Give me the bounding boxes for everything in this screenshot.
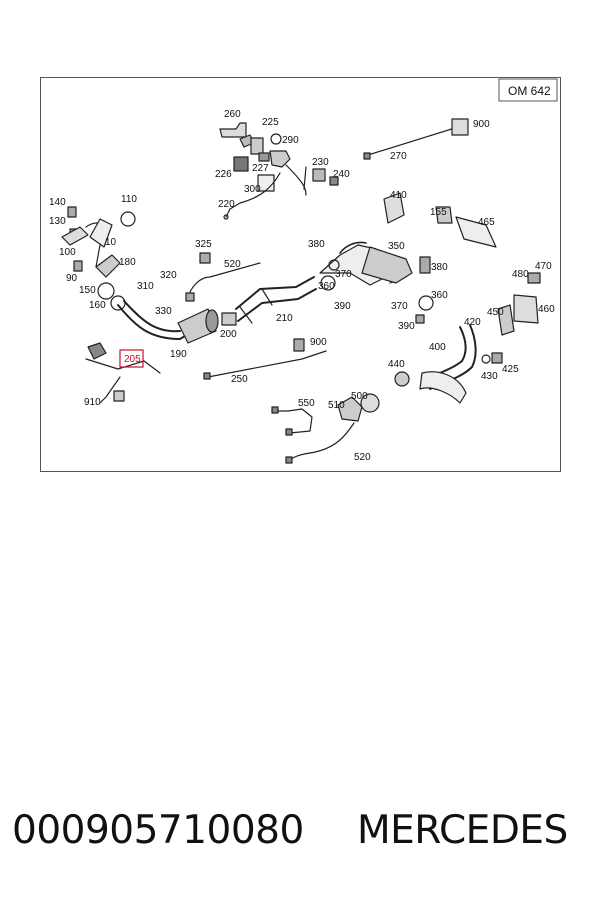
callout-label: 130 [49,216,66,227]
callout-label: 470 [535,261,552,272]
callout-label: 220 [218,199,235,210]
callout-label: 320 [160,270,177,281]
callout-label: 410 [390,190,407,201]
callout-label: 250 [231,374,248,385]
callout-label: 380 [431,262,448,273]
callout-label: 350 [388,241,405,252]
callout-label: 390 [398,321,415,332]
callout-label: 390 [334,301,351,312]
callout-label: 300 [244,184,261,195]
callout-label: 910 [84,397,101,408]
model-badge: OM 642 [498,78,558,102]
callout-label: 425 [502,364,519,375]
highlighted-callout: 205 [119,349,144,368]
product-caption: 000905710080 MERCEDES [0,800,600,870]
callout-label: 180 [119,257,136,268]
callout-label: 550 [298,398,315,409]
callout-label: 230 [312,157,329,168]
parts-drawing [61,118,541,464]
callout-label: 150 [79,285,96,296]
callout-label: 460 [538,304,555,315]
callout-label: 325 [195,239,212,250]
callout-label: 360 [431,290,448,301]
exploded-parts-diagram: OM 642 [40,77,561,472]
brand-name: MERCEDES [357,808,568,853]
callout-label: 520 [354,452,371,463]
callout-label: 290 [282,135,299,146]
callout-label: 430 [481,371,498,382]
callout-label: 270 [390,151,407,162]
callout-label: 370 [335,269,352,280]
callout-label: 380 [308,239,325,250]
callout-label: 10 [105,237,117,248]
callout-label: 225 [262,117,279,128]
callout-label: 500 [351,391,368,402]
highlighted-callout-text: 205 [124,354,141,365]
callout-label: 440 [388,359,405,370]
callout-label: 190 [170,349,187,360]
callout-label: 360 [318,281,335,292]
part-number: 000905710080 [12,808,304,853]
callout-label: 240 [333,169,350,180]
model-badge-text: OM 642 [508,84,551,98]
callout-label: 520 [224,259,241,270]
callout-label: 160 [89,300,106,311]
callout-label: 420 [464,317,481,328]
callout-label: 100 [59,247,76,258]
callout-label: 260 [224,109,241,120]
diagram-border [40,77,561,472]
callout-label: 226 [215,169,232,180]
callout-label: 510 [328,400,345,411]
callout-label: 155 [430,207,447,218]
callout-label: 210 [276,313,293,324]
callout-label: 370 [391,301,408,312]
callout-label: 227 [252,163,269,174]
callout-label: 140 [49,197,66,208]
callout-label: 900 [310,337,327,348]
callout-label: 400 [429,342,446,353]
callout-label: 310 [137,281,154,292]
callout-label: 900 [473,119,490,130]
callout-labels: 260 225 290 227 226 230 240 300 220 900 … [49,109,555,463]
callout-label: 200 [220,329,237,340]
callout-label: 330 [155,306,172,317]
callout-label: 90 [66,273,78,284]
callout-label: 465 [478,217,495,228]
callout-label: 110 [121,194,137,205]
callout-label: 450 [487,307,504,318]
callout-label: 480 [512,269,529,280]
